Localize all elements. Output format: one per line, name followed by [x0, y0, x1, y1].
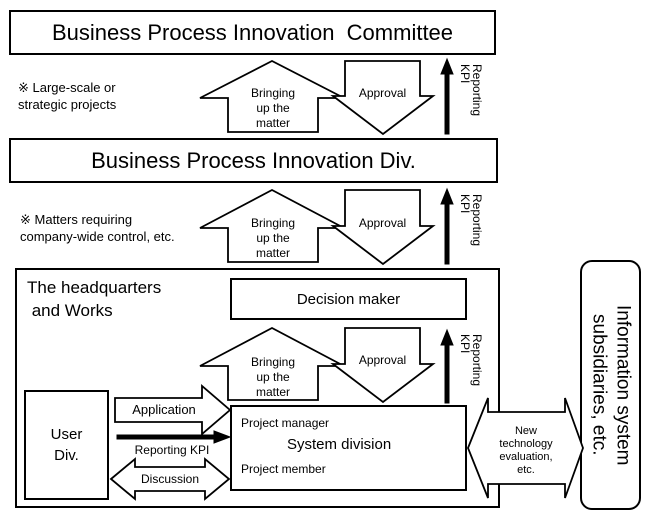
- approval-arrow-3: [330, 327, 436, 404]
- division-box: Business Process Innovation Div.: [9, 138, 498, 183]
- application-label: Application: [132, 402, 196, 417]
- project-member-label: Project member: [241, 462, 326, 476]
- note-company-wide: ※ Matters requiring company-wide control…: [20, 212, 175, 244]
- approval-arrow-1: [330, 60, 436, 136]
- decision-maker-box: Decision maker: [230, 278, 467, 320]
- kpi-arrow-2-shaft: [444, 201, 450, 265]
- kpi-arrow-3-head: [440, 328, 454, 346]
- project-manager-label: Project manager: [241, 416, 330, 430]
- bringing-up-arrow-3: [199, 326, 345, 401]
- user-div-label: User Div.: [50, 426, 83, 464]
- headquarters-title: The headquarters and Works: [27, 278, 162, 320]
- user-div-box: User Div.: [24, 390, 109, 500]
- kpi-horizontal-shaft: [116, 434, 218, 440]
- reporting-kpi-label-2: Reporting KPI: [458, 194, 484, 247]
- note-large-scale: ※ Large-scale or strategic projects: [18, 80, 117, 112]
- new-tech-arrow: [467, 397, 584, 499]
- discussion-label: Discussion: [140, 472, 200, 486]
- bringing-up-label-1: Bringing up the matter: [250, 86, 296, 130]
- decision-maker-label: Decision maker: [296, 290, 401, 308]
- info-system-box: Information system subsidiaries, etc.: [580, 260, 641, 510]
- application-arrow: [114, 384, 232, 436]
- approval-label-2: Approval: [358, 216, 407, 230]
- committee-title: Business Process Innovation Committee: [51, 19, 454, 45]
- bringing-up-label-2: Bringing up the matter: [250, 216, 296, 260]
- system-division-box: [230, 405, 467, 491]
- kpi-arrow-2-head: [440, 187, 454, 205]
- system-division-label: System division: [287, 436, 392, 453]
- bringing-up-label-3: Bringing up the matter: [250, 355, 296, 399]
- discussion-arrow: [109, 457, 231, 501]
- info-system-label: Information system subsidiaries, etc.: [588, 304, 634, 466]
- reporting-kpi-label-1: Reporting KPI: [458, 64, 484, 117]
- reporting-kpi-label-3: Reporting KPI: [458, 334, 484, 387]
- division-title: Business Process Innovation Div.: [91, 147, 416, 173]
- kpi-arrow-1-head: [440, 57, 454, 75]
- kpi-arrow-1-shaft: [444, 71, 450, 135]
- approval-label-1: Approval: [358, 86, 407, 100]
- kpi-horizontal-head: [213, 430, 232, 444]
- reporting-kpi-label: Reporting KPI: [134, 443, 210, 457]
- bringing-up-arrow-1: [199, 59, 345, 133]
- bringing-up-arrow-2: [199, 188, 345, 263]
- approval-label-3: Approval: [358, 353, 407, 367]
- approval-arrow-2: [330, 189, 436, 266]
- committee-box: Business Process Innovation Committee: [9, 10, 496, 55]
- kpi-arrow-3-shaft: [444, 342, 450, 404]
- new-tech-label: New technology evaluation, etc.: [499, 425, 553, 476]
